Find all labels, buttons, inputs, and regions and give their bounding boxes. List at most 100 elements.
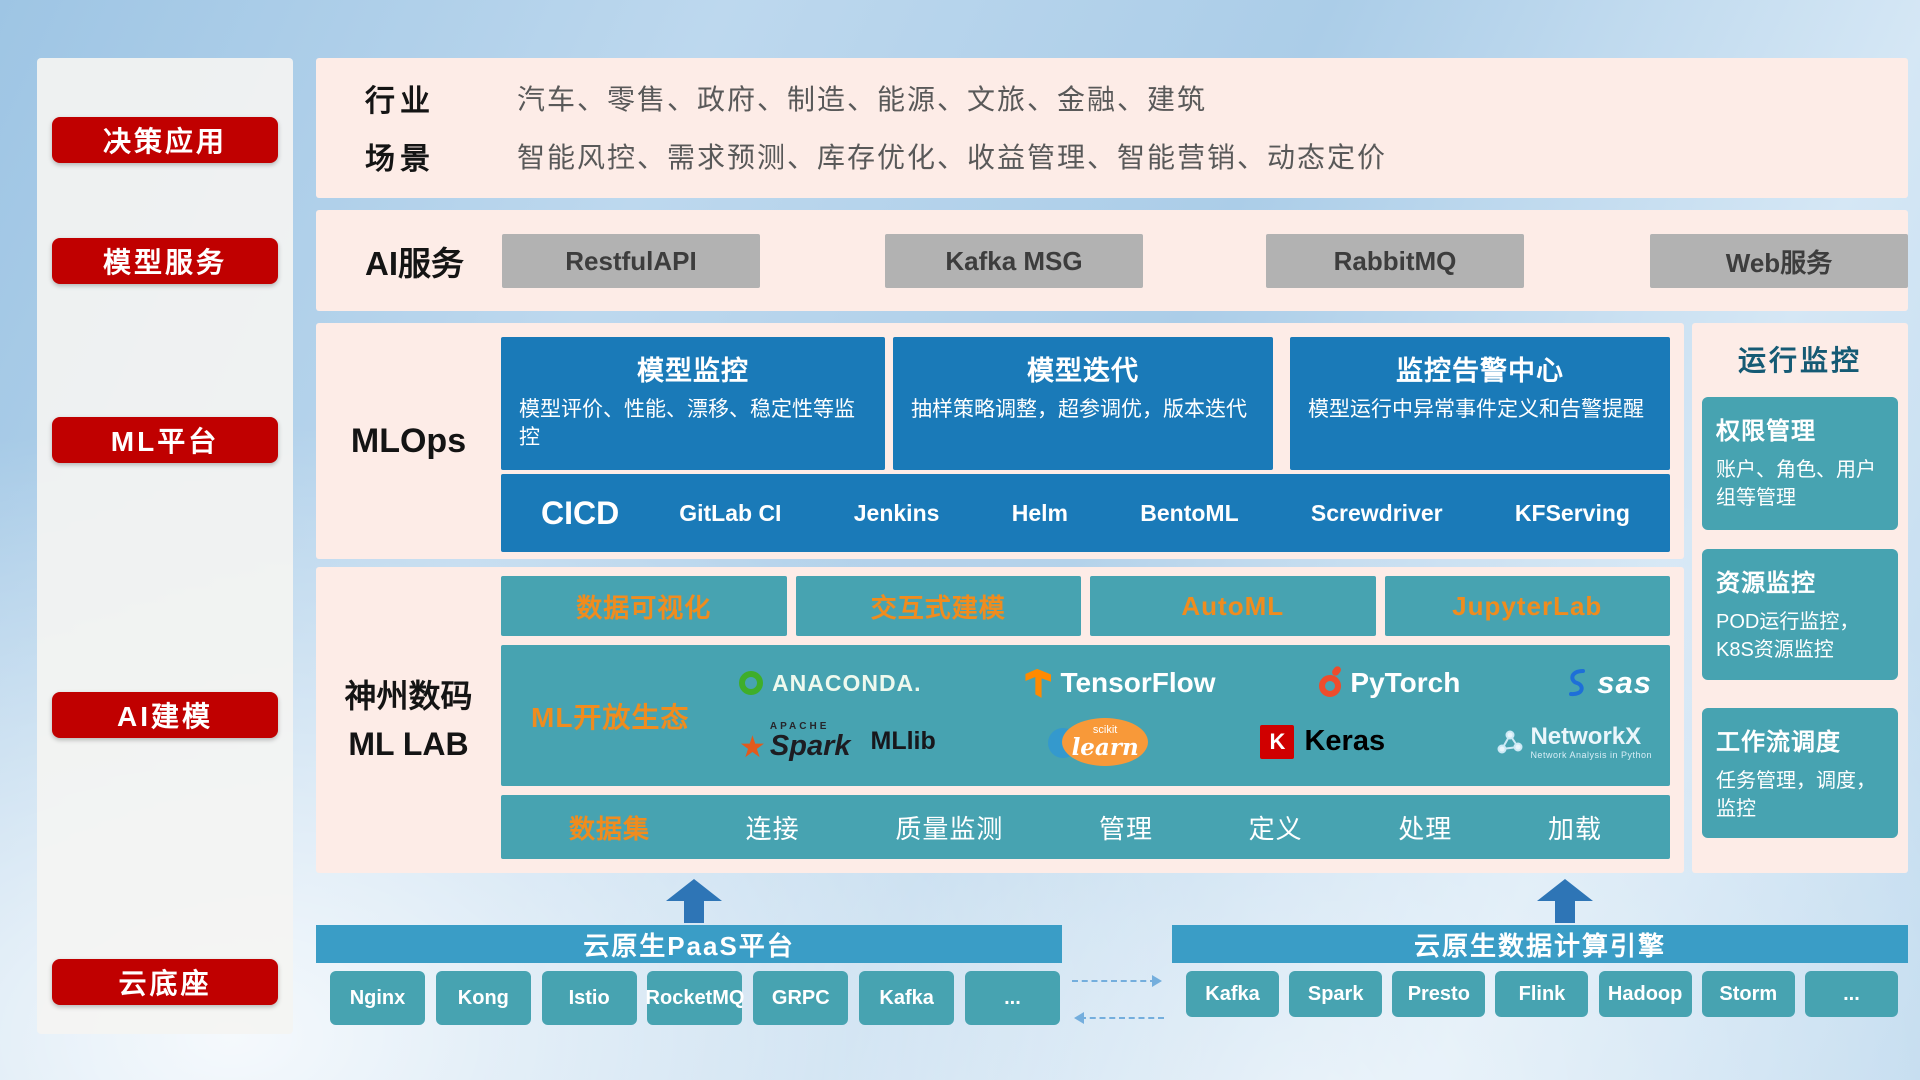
networkx-graph-icon [1497,730,1523,754]
card-desc: 模型运行中异常事件定义和告警提醒 [1308,398,1644,421]
ml-ecosystem-label: ML开放生态 [531,701,690,733]
tensorflow-icon [1025,668,1052,698]
workflow-scheduling-card: 工作流调度 任务管理，调度，监控 [1702,708,1898,838]
scikit-small-text: scikit [1092,723,1118,736]
networkx-wordmark: NetworkX Network Analysis in Python [1530,723,1652,761]
networkx-logo: NetworkX Network Analysis in Python [1497,723,1652,761]
data-engine-bar: 云原生数据计算引擎 [1172,925,1908,963]
spark-text: Spark [769,730,851,763]
sas-text: sas [1597,665,1652,701]
mllab-label: 神州数码 ML LAB [316,567,501,873]
card-desc: 模型评价、性能、漂移、稳定性等监控 [519,398,855,450]
tool-helm: Helm [1011,499,1068,526]
sidebar-item-decision-app: 决策应用 [52,117,278,163]
chip-istio: Istio [541,971,637,1025]
sidebar-item-cloud-base: 云底座 [52,959,278,1005]
chip-presto: Presto [1392,971,1486,1017]
networkx-subtitle: Network Analysis in Python [1530,750,1652,761]
service-web: Web服务 [1650,234,1908,288]
dataset-manage: 管理 [1098,813,1153,844]
sas-swirl-icon [1569,669,1586,697]
paas-components: Nginx Kong Istio RocketMQ GRPC Kafka ... [330,971,1060,1025]
mlops-panel: MLOps 模型监控 模型评价、性能、漂移、稳定性等监控 模型迭代 抽样策略调整… [316,323,1684,559]
anaconda-logo: ANACONDA. [739,670,922,697]
runtime-monitoring-panel: 运行监控 权限管理 账户、角色、用户组等管理 资源监控 POD运行监控，K8S资… [1692,323,1908,873]
mllab-panel: 神州数码 ML LAB 数据可视化 交互式建模 AutoML JupyterLa… [316,567,1684,873]
dataset-quality: 质量监测 [895,813,1004,844]
industry-row: 行业 汽车、零售、政府、制造、能源、文旅、金融、建筑 [365,70,1878,126]
networkx-text: NetworkX [1530,722,1642,750]
service-restfulapi: RestfulAPI [502,234,760,288]
chip-nginx: Nginx [330,971,425,1025]
anaconda-text: ANACONDA. [772,669,922,696]
card-title: 监控告警中心 [1396,356,1564,386]
feature-jupyterlab: JupyterLab [1384,576,1670,636]
dataset-define: 定义 [1248,813,1303,844]
spark-wordmark: APACHE Spark [770,722,851,761]
paas-platform-bar: 云原生PaaS平台 [316,925,1062,963]
dataset-connect: 连接 [745,813,800,844]
feature-data-visualization: 数据可视化 [501,576,787,636]
tool-kfserving: KFServing [1514,499,1630,526]
card-title: 权限管理 [1716,418,1816,445]
scenario-row: 场景 智能风控、需求预测、库存优化、收益管理、智能营销、动态定价 [365,128,1878,184]
chip-more: ... [1804,971,1898,1017]
scikit-orange-blob: scikit learn [1062,717,1149,766]
permission-management-card: 权限管理 账户、角色、用户组等管理 [1702,397,1898,530]
pytorch-flame-dot [1331,665,1343,678]
card-desc: 抽样策略调整，超参调优，版本迭代 [911,398,1247,421]
mllab-label-line2: ML LAB [348,726,469,762]
chip-grpc: GRPC [753,971,849,1025]
ml-ecosystem-box: ML开放生态 ANACONDA. TensorFlow PyTorch [501,645,1670,786]
engine-components: Kafka Spark Presto Flink Hadoop Storm ..… [1186,971,1898,1017]
chip-kafka: Kafka [859,971,955,1025]
sas-logo: sas [1564,665,1652,701]
card-title: 资源监控 [1716,570,1816,597]
tool-screwdriver: Screwdriver [1310,499,1443,526]
chip-rocketmq: RocketMQ [646,971,744,1025]
card-title: 模型迭代 [1027,356,1139,386]
mllab-label-line1: 神州数码 [344,678,473,714]
cicd-tools: GitLab CI Jenkins Helm BentoML Screwdriv… [679,500,1630,527]
sidebar-item-ai-modeling: AI建模 [52,692,278,738]
scikit-learn-logo: scikit learn [1048,717,1149,766]
dataset-bar: 数据集 连接 质量监测 管理 定义 处理 加载 [501,795,1670,859]
sidebar: 决策应用 模型服务 ML平台 AI建模 云底座 [37,58,293,1034]
dashed-arrow-right-icon [1072,975,1162,987]
keras-logo: K Keras [1260,724,1385,759]
dashed-arrow-left-icon [1074,1012,1164,1024]
ml-ecosystem-logos: ANACONDA. TensorFlow PyTorch sa [739,649,1652,782]
logo-row-bottom: ★ APACHE Spark MLlib scikit learn [739,717,1652,766]
tool-gitlab-ci: GitLab CI [679,499,782,526]
tool-jenkins: Jenkins [853,499,940,526]
model-monitoring-card: 模型监控 模型评价、性能、漂移、稳定性等监控 [501,337,885,470]
pytorch-icon [1319,665,1343,698]
service-kafka-msg: Kafka MSG [885,234,1143,288]
feature-interactive-modeling: 交互式建模 [795,576,1081,636]
card-desc: 账户、角色、用户组等管理 [1716,459,1876,509]
ai-service-panel: AI服务 RestfulAPI Kafka MSG RabbitMQ Web服务 [316,210,1908,311]
service-rabbitmq: RabbitMQ [1266,234,1524,288]
scikit-learn-text: learn [1071,733,1139,761]
dataset-label: 数据集 [569,813,651,844]
tensorflow-text: TensorFlow [1060,667,1216,699]
keras-k-icon: K [1260,724,1295,759]
model-iteration-card: 模型迭代 抽样策略调整，超参调优，版本迭代 [893,337,1273,470]
chip-storm: Storm [1701,971,1795,1017]
dataset-load: 加载 [1547,813,1602,844]
runtime-monitoring-title: 运行监控 [1737,345,1862,376]
industry-label: 行业 [365,85,435,118]
chip-spark: Spark [1289,971,1383,1017]
sidebar-item-ml-platform: ML平台 [52,417,278,463]
industry-panel: 行业 汽车、零售、政府、制造、能源、文旅、金融、建筑 场景 智能风控、需求预测、… [316,58,1908,198]
pytorch-text: PyTorch [1350,667,1461,699]
feature-automl: AutoML [1090,576,1376,636]
mllib-text: MLlib [870,727,936,756]
pytorch-logo: PyTorch [1319,665,1461,699]
spark-mllib-logo: ★ APACHE Spark MLlib [739,722,936,763]
scenario-text: 智能风控、需求预测、库存优化、收益管理、智能营销、动态定价 [517,142,1388,173]
dataset-process: 处理 [1398,813,1453,844]
alert-center-card: 监控告警中心 模型运行中异常事件定义和告警提醒 [1290,337,1670,470]
resource-monitoring-card: 资源监控 POD运行监控，K8S资源监控 [1702,549,1898,680]
